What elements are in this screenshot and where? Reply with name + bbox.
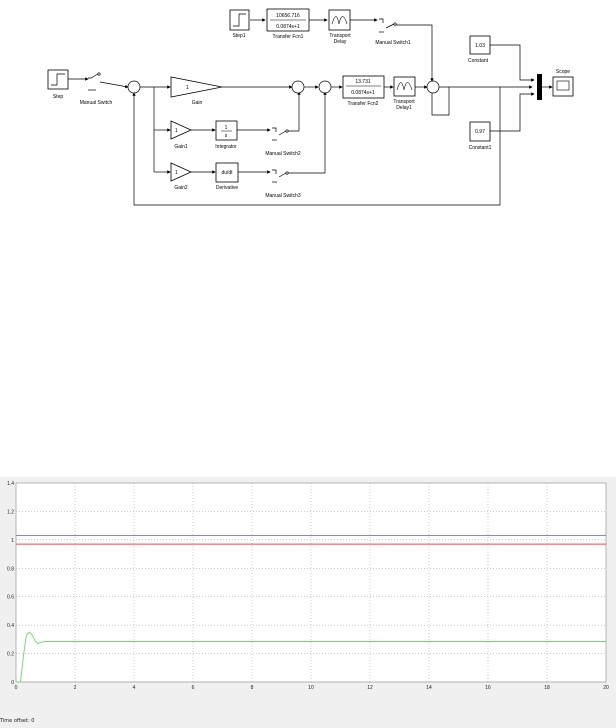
y-tick-label: 0: [11, 680, 14, 686]
manual-switch3-label: Manual Switch3: [265, 193, 301, 199]
step-block[interactable]: Step: [47, 69, 69, 100]
scope-plot: 0 2 4 6 8 10 12 14 16 18 20 0 0.2 0.4 0.6 0.8 1 1.2 1.4: [0, 477, 616, 718]
manual-switch-block[interactable]: Manual Switch: [80, 72, 113, 106]
constant-block[interactable]: 1.03 Constant: [468, 35, 491, 64]
gain-block[interactable]: 1 Gain: [170, 76, 223, 106]
scope-block[interactable]: Scope: [552, 69, 574, 97]
gain2-block[interactable]: 1 Gain2: [170, 162, 192, 191]
manual-switch2-label: Manual Switch2: [265, 151, 301, 157]
scope-label: Scope: [556, 69, 570, 75]
time-offset-status: Time offset: 0: [0, 718, 35, 724]
sum2-block[interactable]: [291, 80, 305, 94]
sum3-block[interactable]: [318, 80, 332, 94]
manual-switch1-block[interactable]: Manual Switch1: [375, 18, 411, 46]
manual-switch1-label: Manual Switch1: [375, 40, 411, 46]
constant-label: Constant: [468, 58, 489, 64]
x-tick-label: 0: [15, 685, 18, 691]
transfer-fcn1-label: Transfer Fcn1: [273, 34, 304, 40]
manual-switch3-block[interactable]: Manual Switch3: [265, 169, 301, 199]
svg-text:0.0874s+1: 0.0874s+1: [276, 24, 300, 30]
x-tick-label: 6: [192, 685, 195, 691]
integrator-block[interactable]: 1 s Integrator: [215, 120, 238, 150]
constant1-block[interactable]: 0.97 Constant1: [469, 121, 492, 151]
sum1-block[interactable]: [127, 80, 141, 94]
sum4-block[interactable]: [426, 80, 440, 94]
x-tick-label: 20: [603, 685, 609, 691]
x-tick-label: 12: [367, 685, 373, 691]
y-tick-label: 1.2: [7, 509, 14, 515]
svg-text:Transport: Transport: [329, 33, 351, 39]
svg-text:s: s: [225, 133, 228, 139]
transfer-fcn1-block[interactable]: 10656.716 0.0874s+1 Transfer Fcn1: [266, 8, 310, 40]
step1-label: Step1: [232, 33, 245, 39]
svg-text:1.03: 1.03: [475, 43, 485, 49]
svg-text:0.97: 0.97: [475, 129, 485, 135]
svg-text:1: 1: [175, 170, 178, 176]
gain1-block[interactable]: 1 Gain1: [170, 120, 192, 150]
derivative-label: Derivative: [216, 185, 238, 191]
x-tick-label: 16: [485, 685, 491, 691]
svg-text:1: 1: [225, 125, 228, 131]
transport-delay-label: Delay: [334, 39, 347, 45]
transfer-fcn2-block[interactable]: 13.731 0.0874s+1 Transfer Fcn2: [342, 75, 385, 107]
x-tick-label: 10: [308, 685, 314, 691]
x-tick-label: 2: [74, 685, 77, 691]
x-tick-label: 18: [544, 685, 550, 691]
manual-switch2-block[interactable]: Manual Switch2: [265, 127, 301, 157]
svg-text:1: 1: [186, 85, 189, 91]
svg-text:du/dt: du/dt: [221, 170, 233, 176]
svg-text:1: 1: [175, 128, 178, 134]
gain-label: Gain: [192, 100, 203, 106]
derivative-block[interactable]: du/dt Derivative: [215, 162, 239, 191]
step-label: Step: [53, 94, 64, 100]
integrator-label: Integrator: [215, 144, 237, 150]
y-tick-label: 0.2: [7, 652, 14, 658]
svg-text:13.731: 13.731: [355, 79, 371, 85]
step1-block[interactable]: Step1: [229, 9, 250, 39]
y-tick-label: 0.4: [7, 623, 14, 629]
x-tick-label: 8: [251, 685, 254, 691]
transport-delay1-block[interactable]: Transport Delay1: [393, 76, 416, 111]
y-tick-label: 1.4: [7, 481, 14, 487]
transport-delay-block[interactable]: Transport Delay: [328, 9, 351, 45]
y-tick-label: 0.6: [7, 595, 14, 601]
simulink-diagram: Step Manual Switch 1 Gain 1 Gain1 1 Gain…: [47, 8, 574, 206]
mux-block[interactable]: [537, 74, 542, 100]
scope-window: 0 2 4 6 8 10 12 14 16 18 20 0 0.2 0.4 0.6 0.8 1 1.2 1.4 Ti…: [0, 477, 616, 728]
y-tick-label: 1: [11, 538, 14, 544]
gain2-label: Gain2: [174, 185, 188, 191]
svg-text:0.0874s+1: 0.0874s+1: [351, 90, 375, 96]
transfer-fcn2-label: Transfer Fcn2: [348, 101, 379, 107]
constant1-label: Constant1: [469, 145, 492, 151]
svg-text:10656.716: 10656.716: [276, 13, 300, 19]
x-tick-label: 14: [426, 685, 432, 691]
y-tick-label: 0.8: [7, 566, 14, 572]
gain1-label: Gain1: [174, 144, 188, 150]
series-line-3: [16, 631, 606, 683]
x-tick-label: 4: [133, 685, 136, 691]
manual-switch-label: Manual Switch: [80, 100, 113, 106]
svg-text:Transport: Transport: [393, 99, 415, 105]
transport-delay1-label: Delay1: [396, 105, 412, 111]
